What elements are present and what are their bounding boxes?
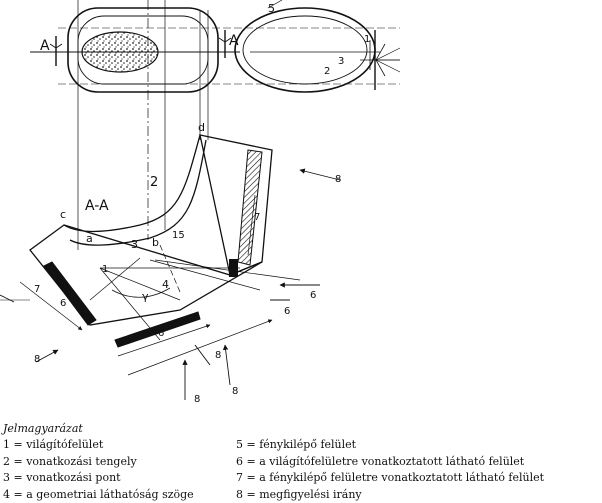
label-dim-6-left: 6 [60, 298, 66, 309]
label-dim-7-right: 7 [254, 212, 260, 223]
reflector-curve [64, 135, 200, 231]
legend-item-7: 7 = a fénykilépő felületre vonatkoztatot… [236, 470, 544, 487]
observation-arrows: 8 6 8 8 8 8 6 [0, 170, 341, 405]
legend-item-6: 6 = a világítófelületre vonatkoztatott l… [236, 454, 544, 471]
label-section-title: A-A [85, 198, 109, 214]
legend-item-2: 2 = vonatkozási tengely [3, 454, 194, 471]
label-arrow-8-left: 8 [34, 354, 40, 365]
legend-item-1: 1 = világítófelület [3, 437, 194, 454]
legend-right-column: 5 = fénykilépő felület 6 = a világítófel… [236, 437, 544, 503]
label-arrow-8-top: 8 [335, 174, 341, 185]
label-arrow-8-bottom: 8 [194, 394, 200, 405]
label-lamp-3: 3 [338, 56, 344, 67]
label-lamp-1: 1 [364, 34, 370, 45]
label-arrow-6-lower: 6 [284, 306, 290, 317]
label-section-15: 15 [172, 230, 185, 241]
lens-hatched-strip [238, 150, 262, 265]
right-lamp-inner-outline [243, 16, 367, 84]
label-axis-2: 2 [150, 175, 158, 190]
label-gamma: γ [142, 290, 149, 303]
legend-item-4: 4 = a geometriai láthatóság szöge [3, 487, 194, 503]
section-a-a: A-A c d a b 2 1 3 15 4 γ 7 6 6 7 [0, 121, 300, 375]
label-section-a-right: A [229, 33, 239, 49]
legend-left-column: 1 = világítófelület 2 = vonatkozási teng… [3, 437, 194, 503]
legend-item-3: 3 = vonatkozási pont [3, 470, 194, 487]
right-lamp-outer-outline [235, 8, 375, 92]
label-point-b: b [152, 236, 159, 249]
top-view-right-lamp: 5 1 2 3 [235, 0, 400, 92]
label-section-1: 1 [102, 264, 108, 275]
legend-item-5: 5 = fénykilépő felület [236, 437, 544, 454]
label-dim-7: 7 [34, 284, 40, 295]
emitting-surface-left [44, 262, 96, 325]
legend-item-8: 8 = megfigyelési irány [236, 487, 544, 503]
legend-title: Jelmagyarázat [3, 422, 83, 435]
label-arrow-8-bottom2: 8 [232, 386, 238, 397]
label-dim-6: 6 [158, 328, 164, 339]
label-section-4: 4 [162, 278, 169, 291]
label-lamp-5: 5 [268, 2, 275, 15]
label-section-3: 3 [131, 238, 138, 251]
outer-lens-lower [30, 225, 262, 325]
label-arrow-6-upper: 6 [310, 290, 316, 301]
label-lamp-2: 2 [324, 66, 330, 77]
label-point-c: c [60, 208, 66, 221]
label-arrow-8-bottom-mid: 8 [215, 350, 221, 361]
label-section-a-left: A [40, 38, 50, 54]
label-point-d: d [198, 121, 205, 134]
top-view-left-lamp: A A [30, 8, 400, 92]
technical-drawing: A A 5 1 2 3 [0, 0, 602, 412]
label-point-a: a [86, 232, 93, 245]
